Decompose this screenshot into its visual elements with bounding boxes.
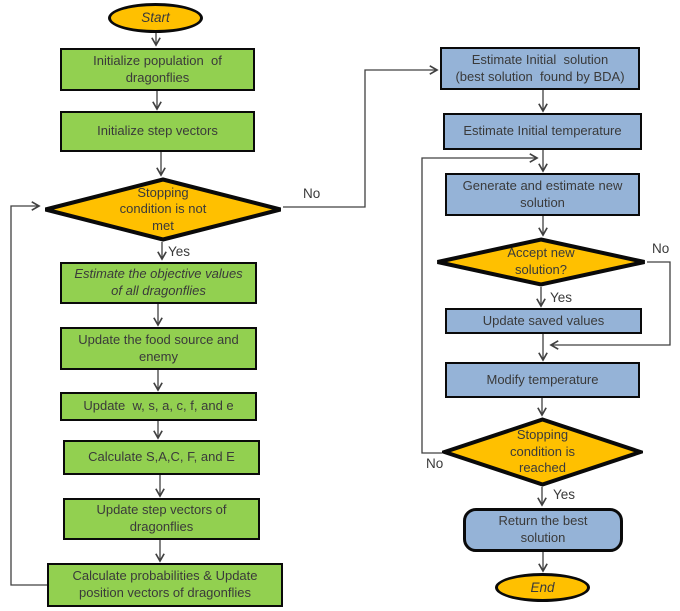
diamond-shape bbox=[45, 177, 281, 242]
edge-stop-reached-no-loop bbox=[421, 158, 536, 454]
diamond-shape bbox=[442, 417, 643, 487]
edge-label-stop-no: No bbox=[426, 456, 444, 471]
edge-accept-no-to-modify bbox=[552, 261, 671, 345]
decision-accept-new-solution-label: Accept new solution? bbox=[507, 245, 575, 277]
process-calculate-probabilities-label: Calculate probabilities & Update positio… bbox=[72, 568, 258, 600]
decision-stopping-reached: Stopping condition is reached bbox=[442, 417, 643, 487]
process-update-step-vectors-label: Update step vectors of dragonflies bbox=[96, 502, 227, 534]
process-modify-temperature-label: Modify temperature bbox=[486, 371, 599, 387]
process-calculate-sacfe: Calculate S,A,C, F, and E bbox=[63, 440, 260, 475]
process-generate-new-solution: Generate and estimate new solution bbox=[445, 173, 640, 216]
process-modify-temperature: Modify temperature bbox=[445, 362, 640, 398]
edge-label-bda-yes: Yes bbox=[168, 244, 191, 259]
process-estimate-objective-label: Estimate the objective values of all dra… bbox=[74, 266, 243, 298]
terminator-start: Start bbox=[108, 3, 203, 33]
process-initialize-step-vectors: Initialize step vectors bbox=[60, 111, 255, 152]
process-initialize-population: Initialize population of dragonflies bbox=[60, 48, 255, 91]
edge-probabilities-loop-to-stopping bbox=[10, 206, 47, 586]
edge-label-bda-no: No bbox=[303, 186, 321, 201]
process-update-coefficients-label: Update w, s, a, c, f, and e bbox=[83, 398, 234, 414]
terminator-end: End bbox=[495, 573, 590, 602]
edge-label-accept-yes: Yes bbox=[550, 290, 573, 305]
process-initialize-population-label: Initialize population of dragonflies bbox=[93, 52, 222, 85]
decision-stopping-not-met-label: Stopping condition is not met bbox=[119, 184, 207, 233]
process-return-best-solution: Return the best solution bbox=[463, 508, 623, 552]
decision-accept-new-solution: Accept new solution? bbox=[435, 237, 647, 287]
process-update-food-enemy: Update the food source and enemy bbox=[60, 327, 257, 370]
process-generate-new-solution-label: Generate and estimate new solution bbox=[462, 177, 623, 210]
process-estimate-initial-temperature: Estimate Initial temperature bbox=[443, 113, 642, 150]
terminator-end-label: End bbox=[530, 579, 555, 595]
process-estimate-initial-temperature-label: Estimate Initial temperature bbox=[463, 123, 622, 139]
edge-stopping-no-to-initial-solution bbox=[283, 70, 436, 208]
process-estimate-initial-solution-label: Estimate Initial solution (best solution… bbox=[455, 51, 625, 84]
process-initialize-step-vectors-label: Initialize step vectors bbox=[97, 123, 218, 139]
process-update-food-enemy-label: Update the food source and enemy bbox=[78, 331, 239, 364]
process-update-coefficients: Update w, s, a, c, f, and e bbox=[60, 392, 257, 421]
process-update-step-vectors: Update step vectors of dragonflies bbox=[63, 498, 260, 540]
process-estimate-initial-solution: Estimate Initial solution (best solution… bbox=[440, 47, 640, 90]
decision-stopping-reached-label: Stopping condition is reached bbox=[509, 427, 576, 476]
diamond-shape bbox=[437, 237, 645, 287]
edge-label-accept-no: No bbox=[652, 241, 670, 256]
decision-stopping-not-met: Stopping condition is not met bbox=[43, 177, 283, 242]
process-update-saved-values: Update saved values bbox=[445, 308, 642, 334]
process-return-best-solution-label: Return the best solution bbox=[498, 513, 588, 545]
process-calculate-probabilities: Calculate probabilities & Update positio… bbox=[47, 563, 283, 607]
terminator-start-label: Start bbox=[141, 10, 170, 26]
process-update-saved-values-label: Update saved values bbox=[482, 312, 605, 328]
edge-label-stop-yes: Yes bbox=[553, 487, 576, 502]
process-calculate-sacfe-label: Calculate S,A,C, F, and E bbox=[88, 449, 235, 465]
process-estimate-objective: Estimate the objective values of all dra… bbox=[60, 262, 257, 304]
